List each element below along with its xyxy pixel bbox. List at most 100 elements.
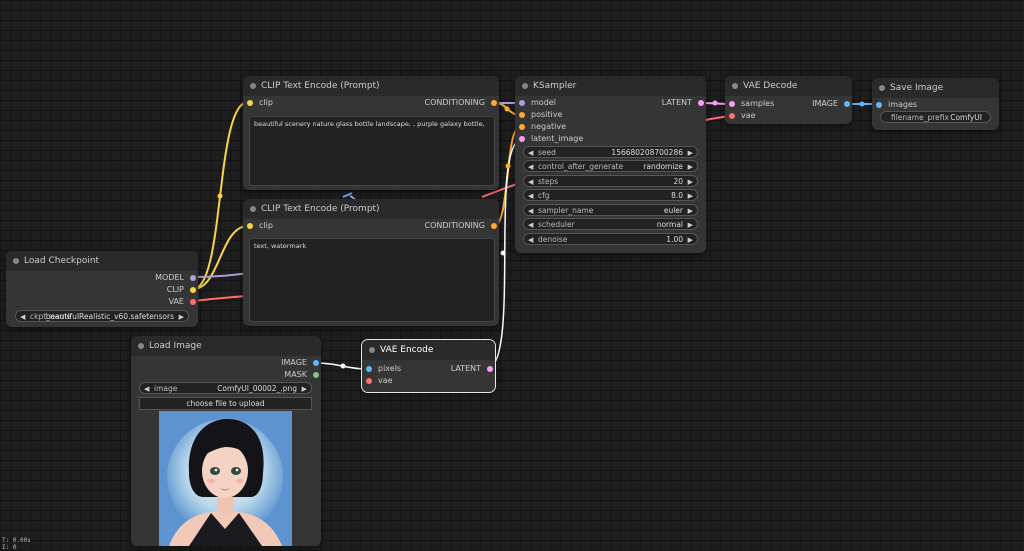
increment-icon[interactable]: ▶: [687, 163, 693, 171]
input-vae[interactable]: vae: [729, 110, 756, 122]
slot-dot[interactable]: [729, 101, 735, 107]
output-latent[interactable]: LATENT: [451, 363, 493, 375]
node-clip-text-encode-negative[interactable]: CLIP Text Encode (Prompt) clip CONDITION…: [243, 199, 499, 326]
node-vae-decode[interactable]: VAE Decode samples vae IMAGE: [725, 76, 852, 124]
increment-icon[interactable]: ▶: [687, 192, 693, 200]
slot-dot[interactable]: [190, 287, 196, 293]
increment-icon[interactable]: ▶: [178, 313, 184, 321]
prompt-textarea[interactable]: beautiful scenery nature glass bottle la…: [249, 116, 495, 186]
node-title[interactable]: VAE Encode: [362, 340, 495, 360]
input-samples[interactable]: samples: [729, 98, 774, 110]
slot-dot[interactable]: [844, 101, 850, 107]
node-load-checkpoint[interactable]: Load Checkpoint MODEL CLIP VAE ◀ckpt_nam…: [6, 251, 198, 327]
collapse-dot[interactable]: [732, 83, 738, 89]
collapse-dot[interactable]: [369, 347, 375, 353]
increment-icon[interactable]: ▶: [687, 207, 693, 215]
input-vae[interactable]: vae: [366, 375, 393, 387]
widget-value: beautifulRealistic_v60.safetensors: [45, 312, 174, 321]
node-ksampler[interactable]: KSampler model positive negative latent_…: [515, 76, 706, 253]
output-mask[interactable]: MASK: [284, 369, 319, 381]
slot-dot[interactable]: [698, 100, 704, 106]
slot-dot[interactable]: [519, 100, 525, 106]
input-pixels[interactable]: pixels: [366, 363, 401, 375]
input-positive[interactable]: positive: [519, 109, 562, 121]
slot-dot[interactable]: [519, 112, 525, 118]
slot-dot[interactable]: [519, 136, 525, 142]
input-images[interactable]: images: [876, 99, 917, 111]
decrement-icon[interactable]: ◀: [528, 221, 534, 229]
node-title[interactable]: CLIP Text Encode (Prompt): [243, 199, 499, 219]
decrement-icon[interactable]: ◀: [144, 385, 150, 393]
decrement-icon[interactable]: ◀: [20, 313, 26, 321]
output-image[interactable]: IMAGE: [812, 98, 850, 110]
slot-dot[interactable]: [247, 100, 253, 106]
slot-dot[interactable]: [366, 378, 372, 384]
collapse-dot[interactable]: [250, 83, 256, 89]
output-image[interactable]: IMAGE: [281, 357, 319, 369]
slot-dot[interactable]: [876, 102, 882, 108]
link-pixels: [314, 362, 369, 370]
decrement-icon[interactable]: ◀: [528, 207, 534, 215]
decrement-icon[interactable]: ◀: [528, 236, 534, 244]
decrement-icon[interactable]: ◀: [528, 192, 534, 200]
slot-dot[interactable]: [491, 223, 497, 229]
slot-dot[interactable]: [313, 372, 319, 378]
increment-icon[interactable]: ▶: [687, 178, 693, 186]
decrement-icon[interactable]: ◀: [528, 178, 534, 186]
node-title[interactable]: Load Checkpoint: [6, 251, 198, 271]
node-vae-encode[interactable]: VAE Encode pixels vae LATENT: [361, 339, 496, 393]
collapse-dot[interactable]: [250, 206, 256, 212]
collapse-dot[interactable]: [879, 85, 885, 91]
collapse-dot[interactable]: [138, 343, 144, 349]
output-conditioning[interactable]: CONDITIONING: [425, 220, 497, 232]
slot-dot[interactable]: [519, 124, 525, 130]
slot-dot[interactable]: [190, 275, 196, 281]
output-latent[interactable]: LATENT: [662, 97, 704, 109]
input-negative[interactable]: negative: [519, 121, 566, 133]
increment-icon[interactable]: ▶: [687, 149, 693, 157]
input-clip[interactable]: clip: [247, 220, 273, 232]
node-title[interactable]: VAE Decode: [725, 76, 852, 96]
slot-dot[interactable]: [366, 366, 372, 372]
output-clip[interactable]: CLIP: [167, 284, 196, 296]
output-vae[interactable]: VAE: [169, 296, 196, 308]
increment-icon[interactable]: ▶: [687, 221, 693, 229]
input-latent-image[interactable]: latent_image: [519, 133, 583, 145]
slot-dot[interactable]: [491, 100, 497, 106]
prompt-textarea[interactable]: text, watermark: [249, 238, 495, 322]
node-title[interactable]: Save Image: [872, 78, 999, 98]
node-title-text: Load Checkpoint: [24, 256, 100, 266]
collapse-dot[interactable]: [13, 258, 19, 264]
increment-icon[interactable]: ▶: [687, 236, 693, 244]
choose-file-button[interactable]: choose file to upload: [139, 397, 312, 410]
input-clip[interactable]: clip: [247, 97, 273, 109]
slot-dot[interactable]: [313, 360, 319, 366]
node-title[interactable]: Load Image: [131, 336, 321, 356]
node-title[interactable]: CLIP Text Encode (Prompt): [243, 76, 499, 96]
decrement-icon[interactable]: ◀: [528, 163, 534, 171]
increment-icon[interactable]: ▶: [301, 385, 307, 393]
node-clip-text-encode-positive[interactable]: CLIP Text Encode (Prompt) clip CONDITION…: [243, 76, 499, 190]
slot-dot[interactable]: [247, 223, 253, 229]
slot-dot[interactable]: [729, 113, 735, 119]
slot-dot[interactable]: [487, 366, 493, 372]
slot-dot[interactable]: [190, 299, 196, 305]
node-title[interactable]: KSampler: [515, 76, 706, 96]
collapse-dot[interactable]: [522, 83, 528, 89]
input-model[interactable]: model: [519, 97, 556, 109]
decrement-icon[interactable]: ◀: [528, 149, 534, 157]
output-model[interactable]: MODEL: [155, 272, 196, 284]
output-conditioning[interactable]: CONDITIONING: [425, 97, 497, 109]
